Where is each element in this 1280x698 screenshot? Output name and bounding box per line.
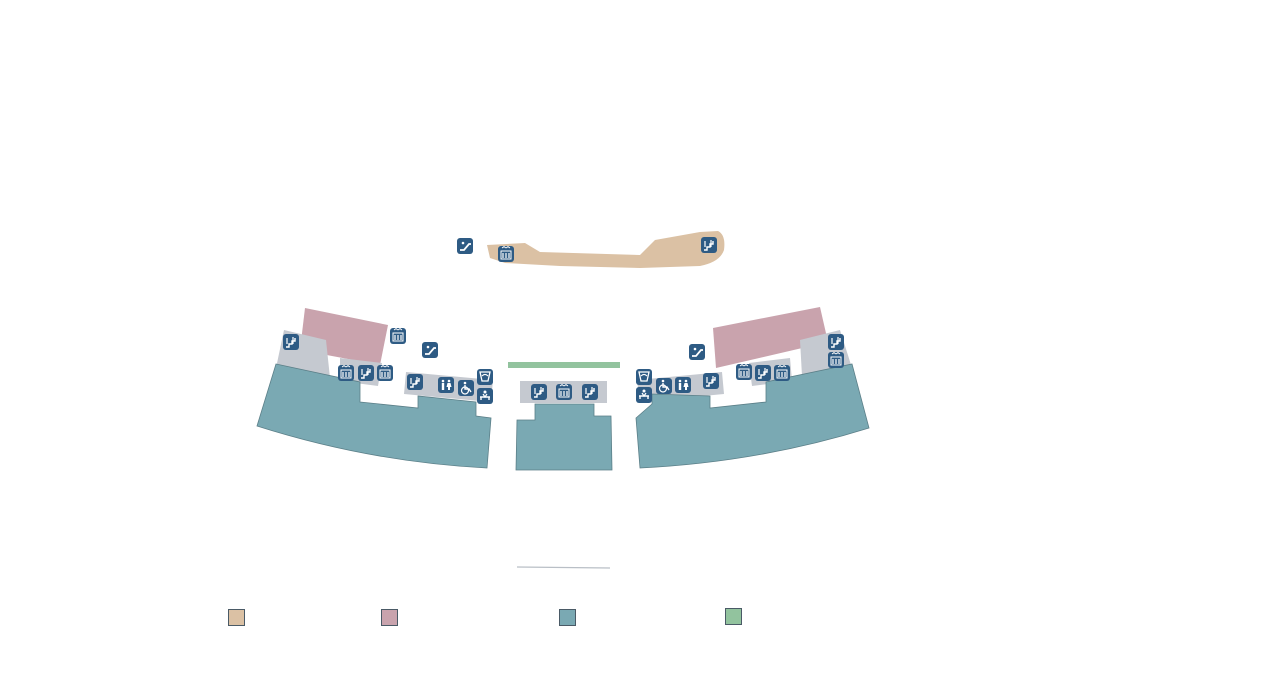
stairs-icon[interactable] <box>357 364 375 382</box>
stairs-icon[interactable] <box>827 333 845 351</box>
center-green-zone[interactable] <box>508 362 620 368</box>
baby-care-icon[interactable] <box>476 387 494 405</box>
accessible-icon[interactable] <box>457 379 475 397</box>
elevator-icon[interactable] <box>337 364 355 382</box>
elevator-icon[interactable] <box>735 363 753 381</box>
elevator-icon[interactable] <box>389 327 407 345</box>
scale-line <box>516 566 611 569</box>
elevator-icon[interactable] <box>773 364 791 382</box>
center-teal-hall[interactable] <box>515 403 613 471</box>
stairs-icon[interactable] <box>754 364 772 382</box>
elevator-icon[interactable] <box>376 364 394 382</box>
stairs-icon[interactable] <box>581 383 599 401</box>
escalator-icon[interactable] <box>456 237 474 255</box>
legend-swatch-teal[interactable] <box>559 609 576 626</box>
restroom-icon[interactable] <box>675 377 691 393</box>
stairs-icon[interactable] <box>530 383 548 401</box>
west-teal-hall[interactable] <box>256 363 492 469</box>
restroom-icon[interactable] <box>438 377 454 393</box>
stairs-icon[interactable] <box>700 236 718 254</box>
escalator-icon[interactable] <box>688 343 706 361</box>
elevator-icon[interactable] <box>497 245 515 263</box>
legend-swatch-sand[interactable] <box>228 609 245 626</box>
water-fountain-icon[interactable] <box>476 368 494 386</box>
elevator-icon[interactable] <box>555 383 573 401</box>
water-fountain-icon[interactable] <box>635 368 653 386</box>
stairs-icon[interactable] <box>282 333 300 351</box>
baby-care-icon[interactable] <box>635 386 653 404</box>
accessible-icon[interactable] <box>655 377 673 395</box>
elevator-icon[interactable] <box>827 351 845 369</box>
east-rose-zone[interactable] <box>713 307 828 368</box>
stairs-icon[interactable] <box>702 372 720 390</box>
escalator-icon[interactable] <box>421 341 439 359</box>
legend-swatch-rose[interactable] <box>381 609 398 626</box>
stairs-icon[interactable] <box>406 373 424 391</box>
upper-bridge-zone[interactable] <box>487 231 725 268</box>
east-teal-hall[interactable] <box>635 363 870 469</box>
legend-swatch-green[interactable] <box>725 608 742 625</box>
